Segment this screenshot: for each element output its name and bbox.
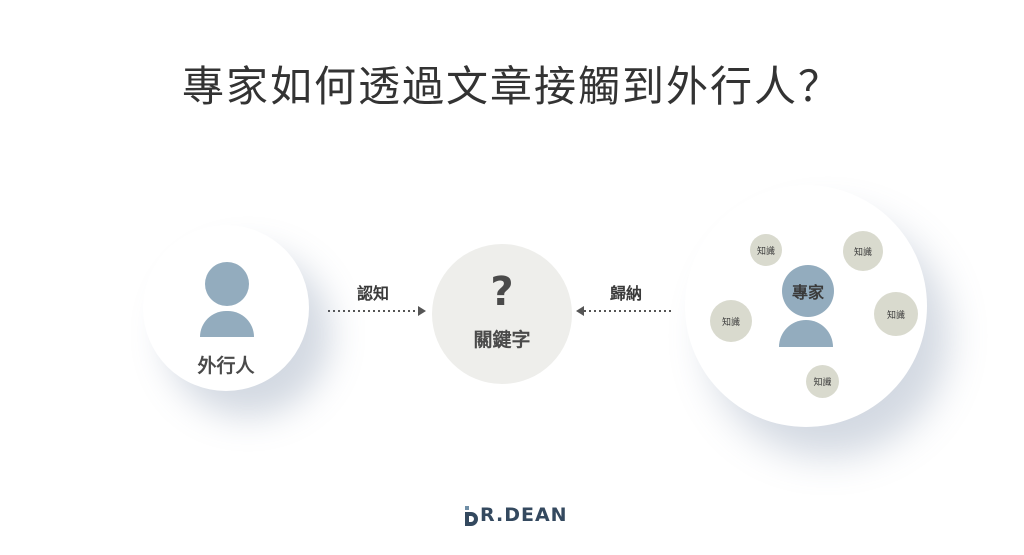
arrow-left-head <box>418 306 426 316</box>
keyword-circle <box>432 244 572 384</box>
question-mark-icon: ? <box>490 269 514 315</box>
keyword-label: 關鍵字 <box>473 329 531 351</box>
layman-avatar-head <box>205 262 249 306</box>
induction-label: 歸納 <box>610 284 643 303</box>
knowledge-node: 知識 <box>710 300 752 342</box>
knowledge-node: 知識 <box>874 292 918 336</box>
layman-circle <box>143 225 309 391</box>
arrow-right-head <box>576 306 584 316</box>
cognition-label: 認知 <box>357 284 390 303</box>
logo-text: R.DEAN <box>480 504 568 526</box>
knowledge-node: 知識 <box>806 365 839 398</box>
logo: R.DEAN <box>462 503 568 527</box>
layman-label: 外行人 <box>197 355 255 377</box>
knowledge-node: 知識 <box>843 231 883 271</box>
expert-label: 專家 <box>791 283 824 302</box>
knowledge-node: 知識 <box>750 234 782 266</box>
expert-avatar-head: 專家 <box>782 265 834 317</box>
page-title: 專家如何透過文章接觸到外行人？ <box>181 62 842 111</box>
logo-d-icon <box>465 506 478 526</box>
